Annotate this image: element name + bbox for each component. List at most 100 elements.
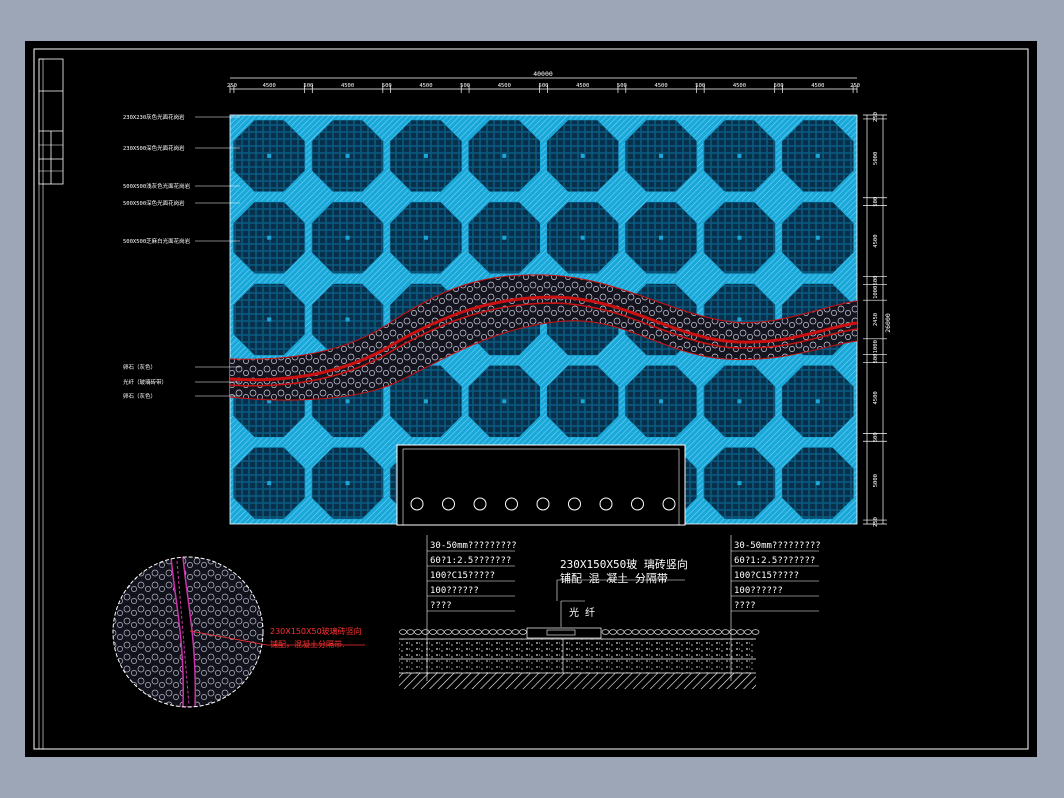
section-layer-label: 100?C15????? xyxy=(430,571,495,581)
fiber-red-line-2 xyxy=(230,302,857,387)
pebble-band xyxy=(230,274,857,401)
glass-brick-strip xyxy=(526,627,602,639)
top-dim-label: 500 xyxy=(539,83,549,89)
section-pebble xyxy=(661,629,670,635)
light-fixture-icon xyxy=(410,497,424,511)
legend-label: 卵石（灰色） xyxy=(123,363,156,371)
overall-width-dim: 40000 xyxy=(533,70,553,78)
section-pebble xyxy=(399,629,407,635)
title-block xyxy=(38,58,64,750)
paving-center-mark xyxy=(659,399,664,404)
paving-center-mark xyxy=(815,481,820,486)
section-layer-label: 30-50mm????????? xyxy=(430,541,517,551)
legend-label: 光纤（玻璃砖带） xyxy=(123,378,167,386)
section-pebble xyxy=(474,629,482,635)
light-fixture-icon xyxy=(442,497,455,511)
paving-center-mark xyxy=(267,317,272,322)
paving-center-mark xyxy=(345,235,350,240)
paving-center-mark xyxy=(423,235,428,240)
right-dimensions: 26000 2505000500450050010002450100050045… xyxy=(863,112,892,527)
section-pebble xyxy=(459,629,467,635)
section-pebble xyxy=(481,629,490,635)
section-pebble xyxy=(519,629,527,635)
section-pebble xyxy=(699,629,707,635)
section-pebble xyxy=(721,629,730,635)
fiber-red-line xyxy=(230,295,857,382)
light-fixture-icon xyxy=(473,497,487,511)
top-dim-label: 4500 xyxy=(733,83,746,89)
paving-center-mark xyxy=(345,399,350,404)
section-layer-label: 30-50mm????????? xyxy=(734,541,821,551)
light-fixture-icon xyxy=(662,497,676,511)
legend-label: 230X230灰色光面花岗岩 xyxy=(123,113,185,121)
paving-center-mark xyxy=(737,317,742,322)
detail-note-line1: 230X150X50玻璃砖竖向 xyxy=(270,626,362,636)
section-pebble xyxy=(451,629,460,635)
paving-center-mark xyxy=(737,153,742,158)
right-dim-label: 500 xyxy=(873,197,879,207)
section-pebble xyxy=(706,629,715,635)
section-pebble xyxy=(639,629,647,635)
section-pebble xyxy=(406,629,415,635)
right-dim-label: 5000 xyxy=(873,474,879,487)
top-dim-label: 4500 xyxy=(576,83,589,89)
paving-center-mark xyxy=(345,481,350,486)
top-dim-label: 500 xyxy=(695,83,705,89)
section-pebble xyxy=(714,629,722,635)
legend-label: 500X500芝麻白光面花岗岩 xyxy=(123,237,191,245)
section-pebble xyxy=(744,629,752,635)
right-dim-label: 500 xyxy=(873,354,879,364)
section-pebble xyxy=(669,629,677,635)
ribbon-edge-bottom xyxy=(230,320,857,401)
section-detail[interactable]: 230X150X50玻 璃砖竖向 铺配 混 凝土 分隔带 光 纤 30-50mm… xyxy=(399,535,821,689)
right-dim-label: 2450 xyxy=(873,313,879,326)
top-dim-label: 4500 xyxy=(341,83,354,89)
light-fixture-icon xyxy=(599,497,613,511)
overall-height-dim: 26000 xyxy=(884,313,892,333)
section-pebble xyxy=(466,629,475,635)
paving-center-mark xyxy=(267,399,272,404)
paving-center-mark xyxy=(423,153,428,158)
paving-center-mark xyxy=(737,235,742,240)
building-footprint[interactable] xyxy=(396,444,686,526)
top-dim-label: 500 xyxy=(774,83,784,89)
paving-center-mark xyxy=(502,399,507,404)
left-labels: 230X230灰色光面花岗岩230X500深色光面花岗岩500X500浅灰色光面… xyxy=(123,113,240,400)
section-title-line2: 铺配 混 凝土 分隔带 xyxy=(560,571,668,585)
light-fixture-icon xyxy=(568,497,581,511)
paving-center-mark xyxy=(502,153,507,158)
top-dim-label: 500 xyxy=(303,83,313,89)
paving-center-mark xyxy=(267,153,272,158)
top-dim-label: 250 xyxy=(227,83,237,89)
section-pebble xyxy=(489,629,497,635)
drawing-border xyxy=(33,48,1029,750)
section-pebble xyxy=(414,629,422,635)
top-dim-label: 500 xyxy=(617,83,627,89)
detail-bubble[interactable]: 230X150X50玻璃砖竖向 铺配，混凝土分隔带. xyxy=(112,556,365,708)
right-dim-label: 500 xyxy=(873,432,879,442)
legend-label: 500X500深色光面花岗岩 xyxy=(123,199,185,207)
section-pebble xyxy=(691,629,700,635)
section-layer-label: 60?1:2.5??????? xyxy=(430,556,511,566)
pebble-ribbon[interactable] xyxy=(230,274,857,401)
section-layer-label: ???? xyxy=(734,601,756,611)
right-dim-label: 4500 xyxy=(873,234,879,247)
section-pebble xyxy=(421,629,430,635)
section-layer-label: 100?????? xyxy=(734,586,783,596)
paving-center-mark xyxy=(659,235,664,240)
section-pebble xyxy=(624,629,632,635)
legend-label: 卵石（灰色） xyxy=(123,392,156,400)
top-dim-label: 500 xyxy=(382,83,392,89)
section-pebble xyxy=(684,629,692,635)
paving-center-mark xyxy=(815,153,820,158)
light-fixture-icon xyxy=(631,497,644,511)
paving-center-mark xyxy=(737,399,742,404)
section-layer-label: 100?C15????? xyxy=(734,571,799,581)
right-dim-label: 1000 xyxy=(873,286,879,299)
section-pebble xyxy=(736,629,745,635)
light-fixture-icon xyxy=(505,497,518,511)
paving-center-mark xyxy=(267,235,272,240)
paving-center-mark xyxy=(737,481,742,486)
